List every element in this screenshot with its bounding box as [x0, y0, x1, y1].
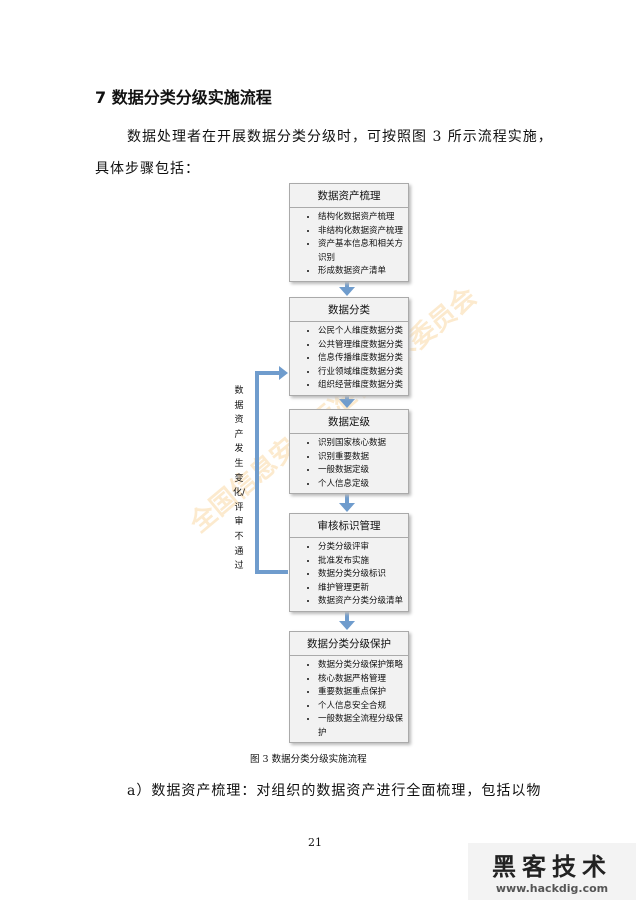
step-title: 数据分类分级保护: [290, 632, 408, 656]
figure-caption: 图 3 数据分类分级实施流程: [250, 754, 367, 765]
down-arrow: [339, 608, 355, 630]
watermark-title: 黑客技术: [492, 853, 612, 881]
down-arrow: [339, 276, 355, 296]
step-item: 行业领域维度数据分类: [318, 366, 408, 380]
step-item: 信息传播维度数据分类: [318, 352, 408, 366]
paragraph-line: 数据处理者在开展数据分类分级时，可按照图 3 所示流程实施，: [127, 129, 553, 145]
down-arrow: [339, 394, 355, 408]
step-item: 个人信息定级: [318, 478, 408, 492]
step-item: 数据分类分级保护策略: [318, 659, 408, 673]
step-item: 一般数据全流程分级保护: [318, 713, 408, 740]
flow-step-review-management: 审核标识管理 分类分级评审批准发布实施数据分类分级标识维护管理更新数据资产分类分…: [289, 513, 409, 612]
step-item: 批准发布实施: [318, 555, 408, 569]
paragraph-line: a）数据资产梳理：对组织的数据资产进行全面梳理，包括以物: [127, 783, 542, 799]
paragraph-line: 具体步骤包括：: [95, 161, 200, 177]
step-item: 核心数据严格管理: [318, 673, 408, 687]
step-title: 数据分类: [290, 298, 408, 322]
step-item: 识别重要数据: [318, 451, 408, 465]
section-heading: 7 数据分类分级实施流程: [95, 88, 272, 107]
down-arrow: [339, 492, 355, 512]
step-item: 形成数据资产清单: [318, 265, 408, 279]
feedback-loop-arrow: [255, 371, 288, 574]
step-item: 分类分级评审: [318, 541, 408, 555]
step-item: 资产基本信息和相关方识别: [318, 238, 408, 265]
flow-step-classification: 数据分类 公民个人维度数据分类公共管理维度数据分类信息传播维度数据分类行业领域维…: [289, 297, 409, 396]
step-item: 数据资产分类分级清单: [318, 595, 408, 609]
step-item: 识别国家核心数据: [318, 437, 408, 451]
step-item: 结构化数据资产梳理: [318, 211, 408, 225]
flow-step-grading: 数据定级 识别国家核心数据识别重要数据一般数据定级个人信息定级: [289, 409, 409, 494]
step-item: 维护管理更新: [318, 582, 408, 596]
feedback-label: 数据资产发生变化/评审不通过: [233, 386, 246, 572]
step-item: 公共管理维度数据分类: [318, 339, 408, 353]
step-item: 公民个人维度数据分类: [318, 325, 408, 339]
watermark-url: www.hackdig.com: [495, 882, 609, 895]
flow-step-protection: 数据分类分级保护 数据分类分级保护策略核心数据严格管理重要数据重点保护个人信息安…: [289, 631, 409, 743]
page-number: 21: [308, 836, 322, 849]
flow-step-asset-inventory: 数据资产梳理 结构化数据资产梳理非结构化数据资产梳理资产基本信息和相关方识别形成…: [289, 183, 409, 282]
step-item: 非结构化数据资产梳理: [318, 225, 408, 239]
site-watermark: 黑客技术 www.hackdig.com: [468, 843, 636, 900]
step-title: 数据资产梳理: [290, 184, 408, 208]
step-item: 一般数据定级: [318, 464, 408, 478]
step-item: 重要数据重点保护: [318, 686, 408, 700]
step-title: 数据定级: [290, 410, 408, 434]
step-item: 组织经营维度数据分类: [318, 379, 408, 393]
step-title: 审核标识管理: [290, 514, 408, 538]
step-item: 数据分类分级标识: [318, 568, 408, 582]
step-item: 个人信息安全合规: [318, 700, 408, 714]
